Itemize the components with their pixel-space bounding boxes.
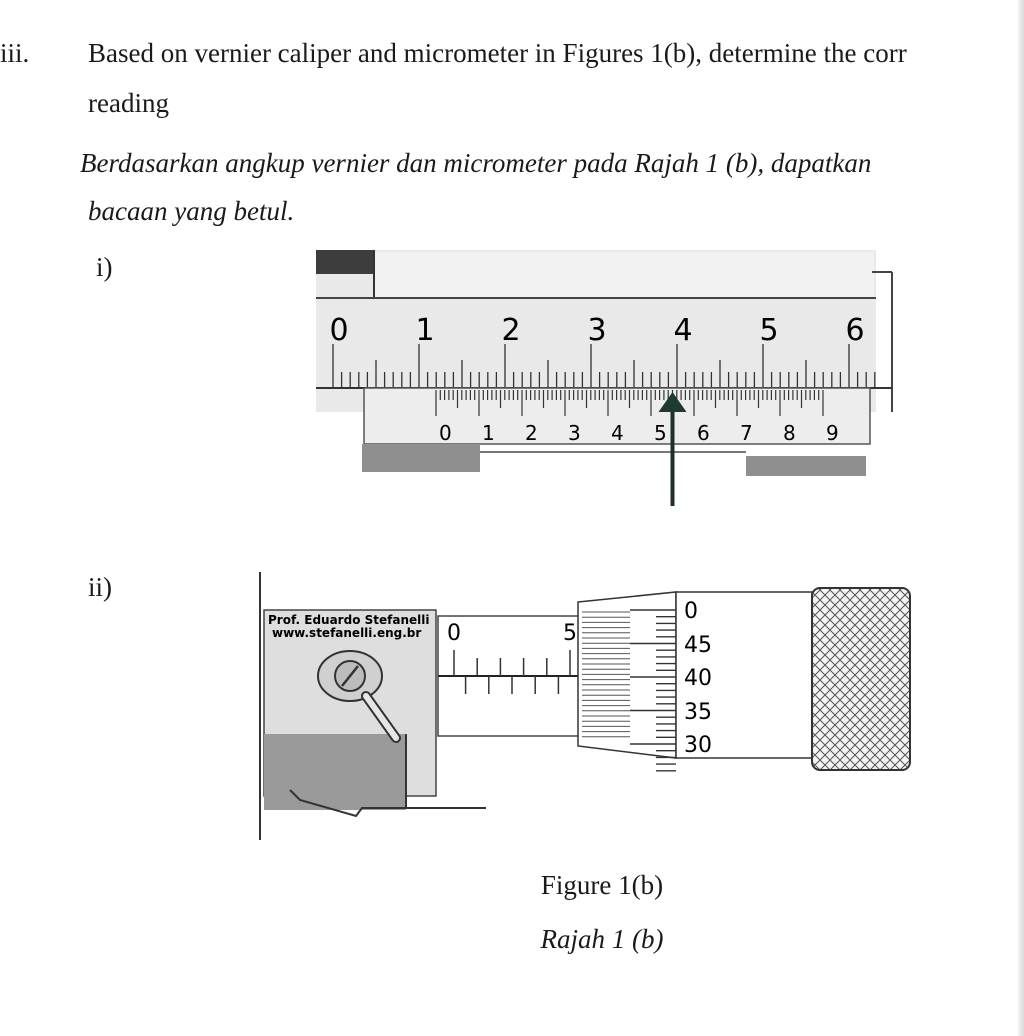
main-scale-label: 1: [415, 313, 434, 348]
vernier-scale-label: 5: [654, 421, 667, 445]
vernier-jaw-dark: [316, 250, 374, 274]
thimble-scale-labels: 0 45 40 35 30: [684, 599, 712, 758]
question-text-malay: Berdasarkan angkup vernier dan micromete…: [80, 148, 872, 178]
lock-screw-slot: [341, 665, 359, 687]
micrometer-figure: Prof. Eduardo Stefanelli www.stefanelli.…: [259, 572, 911, 840]
credit-name: Prof. Eduardo Stefanelli: [268, 613, 429, 627]
vernier-scale-label: 4: [611, 421, 624, 445]
alignment-arrow-head: [658, 392, 687, 412]
main-scale-labels: 0 1 2 3 4 5 6: [329, 313, 864, 348]
part-i-label: i): [96, 252, 113, 282]
thimble-scale-label: 0: [684, 599, 698, 624]
part-ii-label: ii): [88, 572, 112, 602]
figure-caption-english: Figure 1(b): [540, 870, 664, 900]
vernier-scale-label: 3: [568, 421, 581, 445]
vernier-scale-label: 9: [826, 421, 839, 445]
question-text-malay-cont: bacaan yang betul.: [88, 196, 295, 226]
alignment-arrow-icon: [658, 392, 687, 506]
question-text-english-cont: reading: [88, 88, 169, 118]
main-scale-label: 0: [329, 313, 348, 348]
main-scale-label: 3: [587, 313, 606, 348]
vernier-scale-label: 8: [783, 421, 796, 445]
vernier-scale-label: 1: [482, 421, 495, 445]
figure-caption-malay: Rajah 1 (b): [540, 924, 664, 954]
vernier-scale-label: 7: [740, 421, 753, 445]
vernier-scale-ticks: [435, 390, 824, 416]
vernier-scale-label: 0: [439, 421, 452, 445]
micrometer-frame-shade: [264, 734, 406, 810]
question-number: iii.: [0, 38, 30, 68]
sleeve-scale-ticks: [453, 650, 571, 694]
thimble-scale-label: 45: [684, 633, 712, 658]
micrometer-frame-outline: [289, 734, 407, 818]
vernier-lower-jaw-left: [362, 444, 480, 472]
main-scale-label: 6: [845, 313, 864, 348]
vernier-top-band: [374, 252, 874, 298]
thimble-bevel-lines: [582, 611, 630, 738]
page-edge-shadow: [1018, 0, 1024, 1036]
ratchet-knob-icon: [811, 587, 911, 771]
vernier-lower-jaw-right: [746, 456, 866, 476]
thimble-scale-label: 35: [684, 700, 712, 725]
vernier-scale-label: 2: [525, 421, 538, 445]
thimble-scale-label: 40: [684, 666, 712, 691]
vernier-scale-labels: 0 1 2 3 4 5 6 7 8 9: [439, 421, 839, 445]
vernier-caliper-figure: 0 1 2 3 4 5 6 0 1 2 3 4 5 6 7 8 9: [316, 250, 893, 506]
credit-url: www.stefanelli.eng.br: [272, 626, 421, 640]
vernier-scale-label: 6: [697, 421, 710, 445]
sleeve-scale-label: 5: [563, 621, 577, 646]
main-scale-label: 4: [673, 313, 692, 348]
thimble-scale-label: 30: [684, 733, 712, 758]
main-scale-label: 5: [759, 313, 778, 348]
sleeve-scale-label: 0: [447, 621, 461, 646]
thimble-scale-ticks: [630, 609, 676, 772]
main-scale-ticks: [332, 344, 876, 388]
main-scale-label: 2: [501, 313, 520, 348]
lock-lever-highlight: [363, 693, 399, 741]
question-text-english: Based on vernier caliper and micrometer …: [88, 38, 907, 68]
